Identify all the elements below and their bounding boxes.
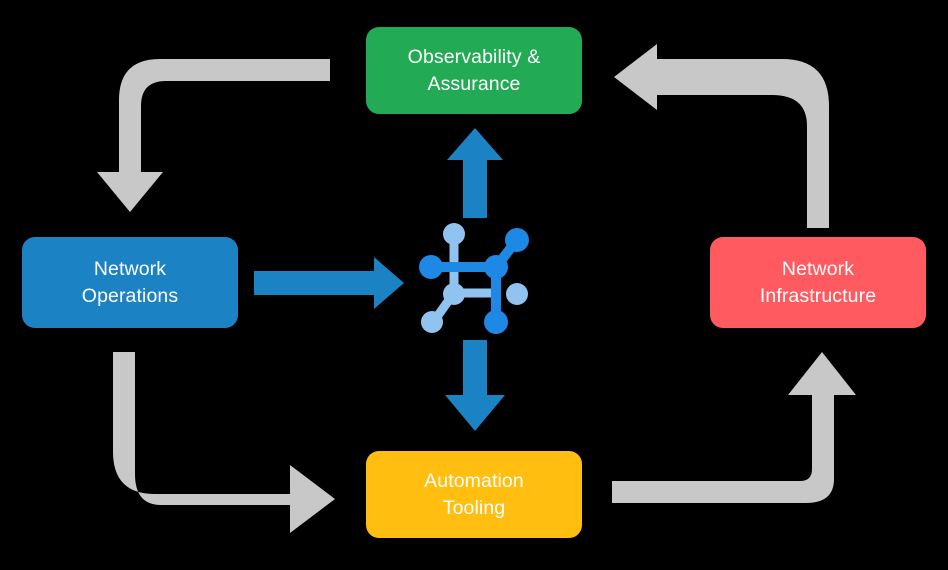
node-label-line-2: Tooling: [442, 496, 506, 519]
node-box-automation-tooling[interactable]: Automation Tooling: [366, 451, 582, 538]
node-label-line-2: Assurance: [427, 72, 521, 95]
node-label-network-infrastructure: Network Infrastructure: [760, 256, 876, 308]
gray-arrow-ops-to-automation: [113, 352, 335, 533]
node-label-network-operations: Network Operations: [82, 256, 178, 308]
blue-arrow-hub-to-automation: [445, 340, 505, 431]
node-label-line-2: Operations: [81, 284, 179, 307]
network-graph-icon: [419, 223, 529, 334]
blue-arrow-ops-to-hub: [254, 257, 404, 309]
node-box-network-operations[interactable]: Network Operations: [22, 237, 238, 328]
gray-arrow-ops-to-observability: [97, 59, 330, 212]
gray-arrow-automation-to-infrastructure: [612, 352, 856, 503]
node-label-line-1: Observability &: [407, 46, 541, 69]
node-box-network-infrastructure[interactable]: Network Infrastructure: [710, 237, 926, 328]
node-label-automation-tooling: Automation Tooling: [424, 468, 524, 520]
node-label-line-1: Automation: [424, 470, 524, 493]
node-label-line-2: Infrastructure: [759, 284, 877, 307]
gray-arrow-observability-to-infrastructure: [614, 44, 829, 228]
node-label-line-1: Network: [781, 258, 855, 281]
node-label-observability-assurance: Observability & Assurance: [408, 44, 541, 96]
node-label-line-1: Network: [93, 258, 167, 281]
blue-arrow-hub-to-observability: [447, 128, 503, 218]
node-box-observability-assurance[interactable]: Observability & Assurance: [366, 27, 582, 114]
